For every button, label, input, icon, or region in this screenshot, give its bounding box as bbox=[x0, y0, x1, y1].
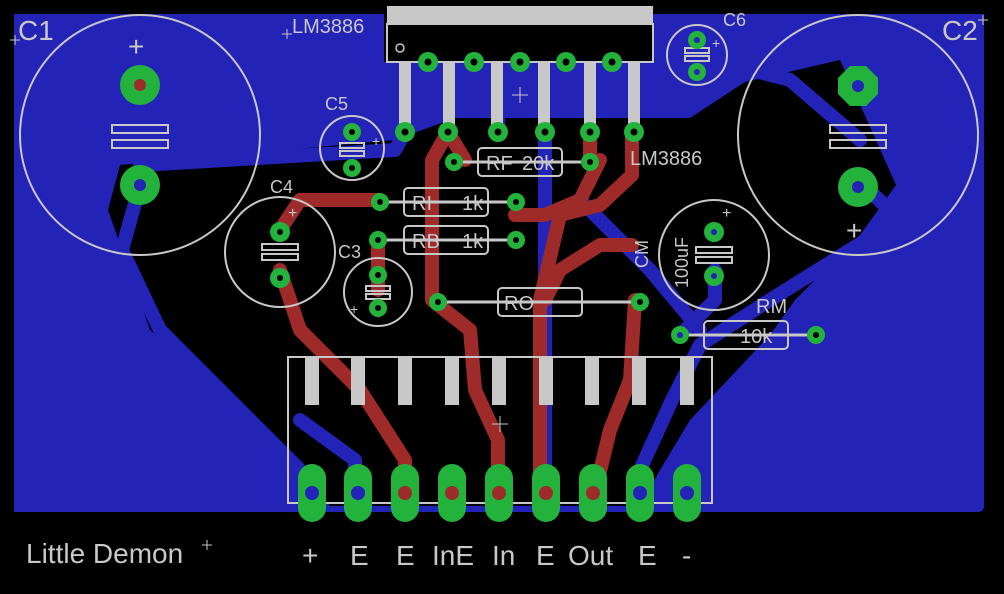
connector-labels: + E E InE In E Out E - bbox=[302, 540, 691, 571]
resistor-rf: RF 20k bbox=[445, 147, 599, 177]
rm-label: RM bbox=[756, 296, 787, 318]
resistor-ro: RO bbox=[429, 287, 649, 317]
c1-plus: + bbox=[128, 31, 144, 62]
connector-header bbox=[287, 356, 713, 522]
rb-label: RB bbox=[412, 231, 440, 253]
c1-label: C1 bbox=[18, 15, 54, 46]
connector-label-8: E bbox=[638, 540, 657, 571]
cm-plus: + bbox=[722, 205, 731, 222]
connector-label-5: In bbox=[492, 540, 515, 571]
cm-label: CM bbox=[632, 240, 652, 268]
capacitor-c3: + C3 bbox=[338, 242, 413, 327]
ri-value: 1k bbox=[462, 193, 484, 215]
ro-label: RO bbox=[504, 293, 534, 315]
connector-label-4: InE bbox=[432, 540, 474, 571]
ic-lm3886-top: LM3886 LM3886 bbox=[292, 6, 702, 170]
c2-label: C2 bbox=[942, 15, 978, 46]
rm-value: 10k bbox=[740, 326, 773, 348]
cm-value: 100uF bbox=[672, 237, 692, 288]
c6-plus: + bbox=[712, 35, 720, 51]
ic-top-label: LM3886 bbox=[292, 16, 364, 38]
capacitor-c2: + C2 bbox=[737, 14, 979, 256]
c3-label: C3 bbox=[338, 242, 361, 262]
rf-value: 20k bbox=[522, 153, 555, 175]
resistor-rm: RM 10k bbox=[671, 296, 825, 350]
connector-label-6: E bbox=[536, 540, 555, 571]
resistor-rb: RB 1k bbox=[369, 225, 525, 255]
ic-right-label: LM3886 bbox=[630, 148, 702, 170]
c4-plus: + bbox=[288, 205, 297, 222]
capacitor-cm: + CM 100uF bbox=[632, 199, 770, 311]
ri-label: RI bbox=[412, 193, 432, 215]
c6-label: C6 bbox=[723, 10, 746, 30]
rf-label: RF bbox=[486, 153, 513, 175]
c5-label: C5 bbox=[325, 94, 348, 114]
board-title: Little Demon bbox=[26, 538, 183, 569]
capacitor-c6: + C6 bbox=[666, 10, 746, 86]
capacitor-c4: + C4 bbox=[224, 177, 336, 308]
c3-plus: + bbox=[350, 301, 358, 317]
rb-value: 1k bbox=[462, 231, 484, 253]
connector-label-3: E bbox=[396, 540, 415, 571]
origin-marks bbox=[10, 15, 988, 550]
connector-label-2: E bbox=[350, 540, 369, 571]
c5-plus: + bbox=[372, 133, 380, 149]
capacitor-c1: + C1 bbox=[18, 14, 261, 256]
connector-label-7: Out bbox=[568, 540, 613, 571]
c4-label: C4 bbox=[270, 177, 293, 197]
connector-label-1: + bbox=[302, 540, 318, 571]
capacitor-c5: + C5 bbox=[319, 94, 385, 181]
resistor-ri: RI 1k bbox=[371, 187, 525, 217]
c2-plus: + bbox=[846, 215, 862, 246]
connector-label-9: - bbox=[682, 540, 691, 571]
